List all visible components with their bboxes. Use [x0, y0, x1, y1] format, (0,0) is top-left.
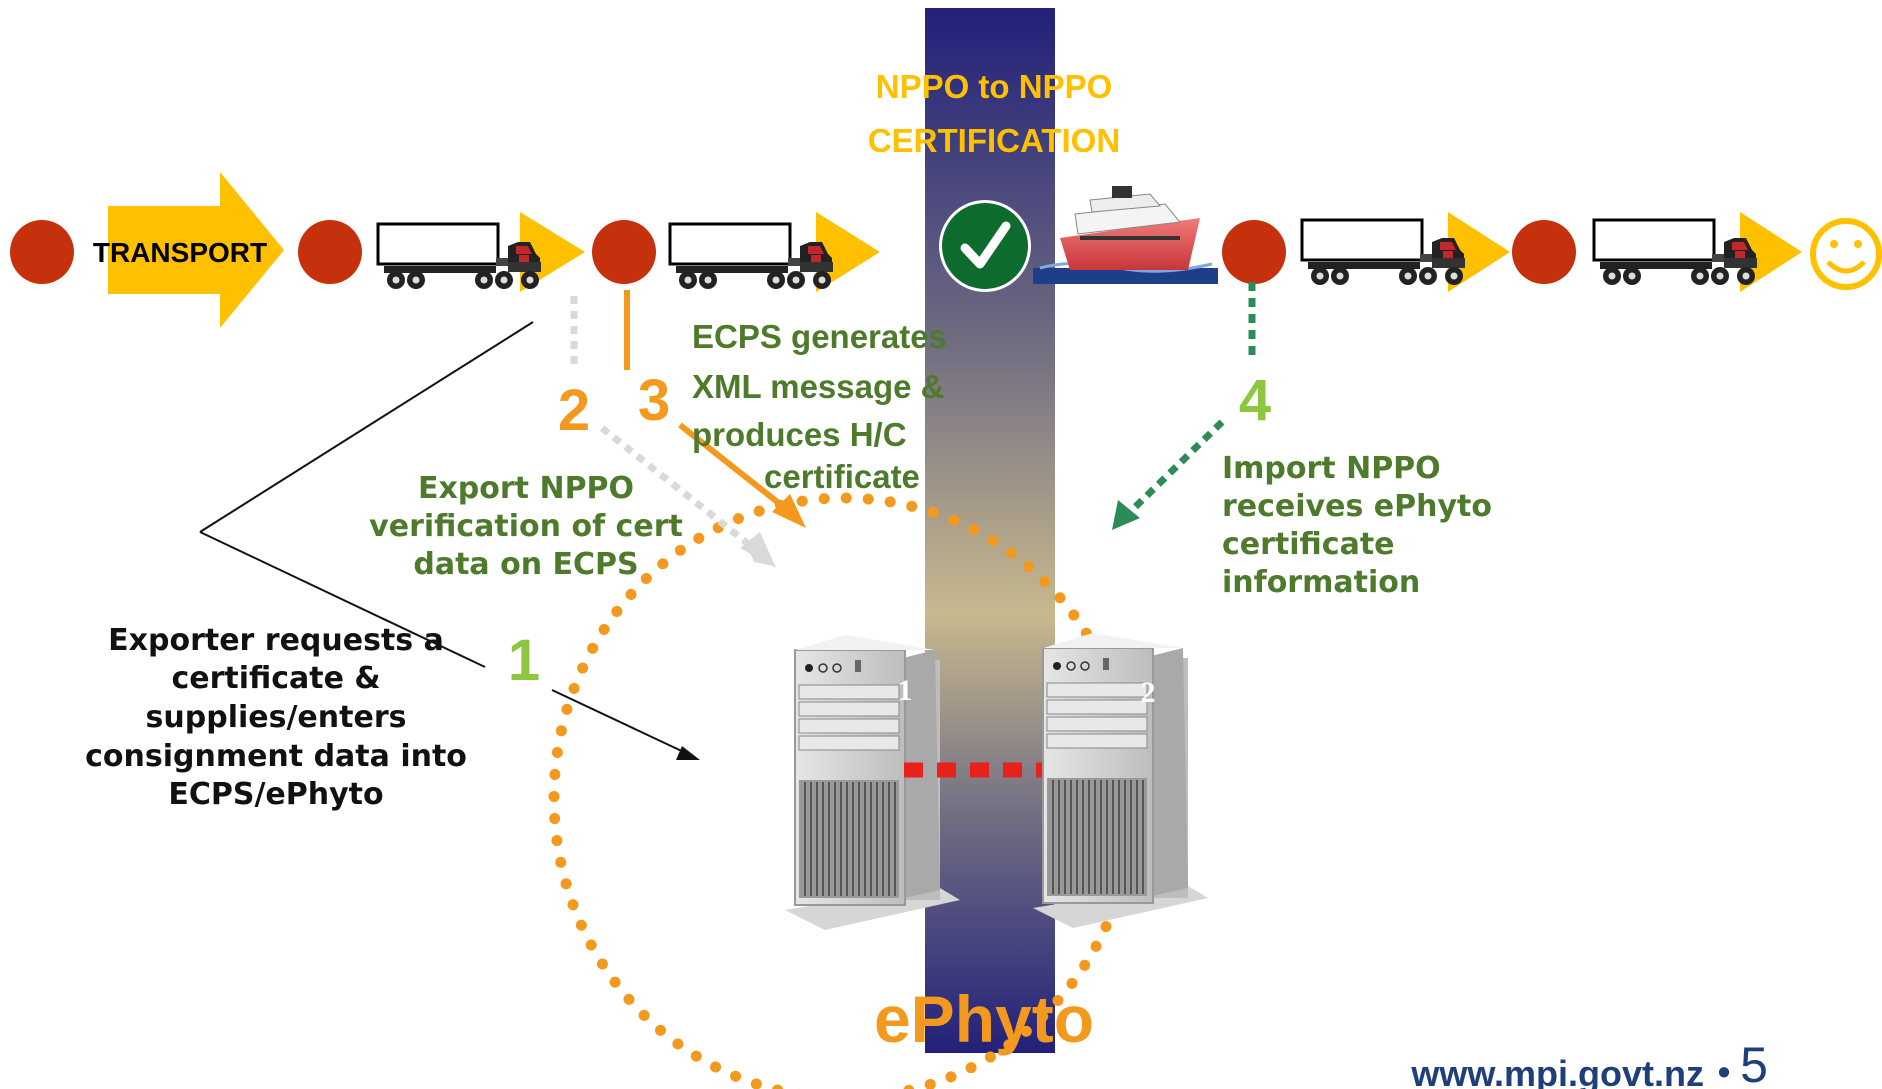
footer-bullet: •	[1718, 1051, 1731, 1089]
import-text-line: Import NPPO	[1222, 451, 1441, 486]
ship-icon	[1033, 186, 1218, 284]
hub-label: ePhyto	[874, 982, 1094, 1056]
truck-icon	[376, 222, 543, 291]
circle-icon	[1512, 220, 1576, 284]
export-text-line: verification of cert	[369, 509, 683, 544]
step1-arrow	[551, 689, 689, 755]
checkmark-icon	[939, 200, 1031, 292]
smiley-icon	[1810, 218, 1882, 290]
import-text-line: receives ePhyto	[1222, 489, 1492, 524]
step2-arrow	[599, 425, 759, 553]
server-icon	[1033, 632, 1209, 929]
export-text-line: data on ECPS	[413, 547, 638, 582]
circle-icon	[592, 220, 656, 284]
step3-arrow	[678, 422, 792, 515]
transport-label: TRANSPORT	[93, 237, 267, 268]
truck-icon	[1300, 218, 1467, 287]
arrow-icon	[772, 494, 806, 528]
arrow-icon	[1112, 500, 1140, 530]
circle-icon	[298, 220, 362, 284]
circle-icon	[1222, 220, 1286, 284]
ecps-text-line: produces H/C	[692, 416, 907, 453]
exporter-text-line: ECPS/ePhyto	[168, 777, 383, 812]
connector-line	[199, 531, 486, 668]
step-number: 1	[508, 628, 540, 693]
import-text-line: information	[1222, 565, 1420, 600]
band-title-line: CERTIFICATION	[868, 122, 1120, 159]
export-text-line: Export NPPO	[418, 471, 634, 506]
arrow-icon	[740, 532, 776, 568]
server-label: 2	[1141, 676, 1156, 709]
step-number: 4	[1239, 368, 1271, 433]
exporter-text-line: certificate &	[171, 661, 380, 696]
certification-band	[925, 8, 1055, 1053]
connector-line	[199, 321, 534, 533]
server-icon	[785, 634, 961, 931]
ecps-text-line: XML message &	[692, 368, 945, 405]
page-number: 5	[1740, 1037, 1768, 1089]
ecps-text-line: ECPS generates	[692, 318, 947, 355]
ecps-text-line: certificate	[764, 458, 920, 495]
arrow-icon	[1740, 212, 1802, 292]
arrow-icon	[1448, 212, 1510, 292]
server-label: 1	[898, 674, 913, 707]
truck-icon	[668, 222, 835, 291]
band-title-line: NPPO to NPPO	[876, 68, 1113, 105]
exporter-text-line: consignment data into	[85, 739, 467, 774]
circle-icon	[10, 220, 74, 284]
exporter-text-line: Exporter requests a	[108, 623, 444, 658]
step-number: 2	[558, 378, 590, 443]
arrow-icon	[676, 746, 700, 760]
footer-url[interactable]: www.mpi.govt.nz	[1410, 1053, 1704, 1089]
transport-arrow-icon	[108, 172, 284, 328]
step4-arrow	[1125, 419, 1225, 517]
exporter-text-line: supplies/enters	[146, 700, 407, 735]
step-number: 3	[638, 368, 670, 433]
import-text-line: certificate	[1222, 527, 1395, 562]
truck-icon	[1592, 218, 1759, 287]
